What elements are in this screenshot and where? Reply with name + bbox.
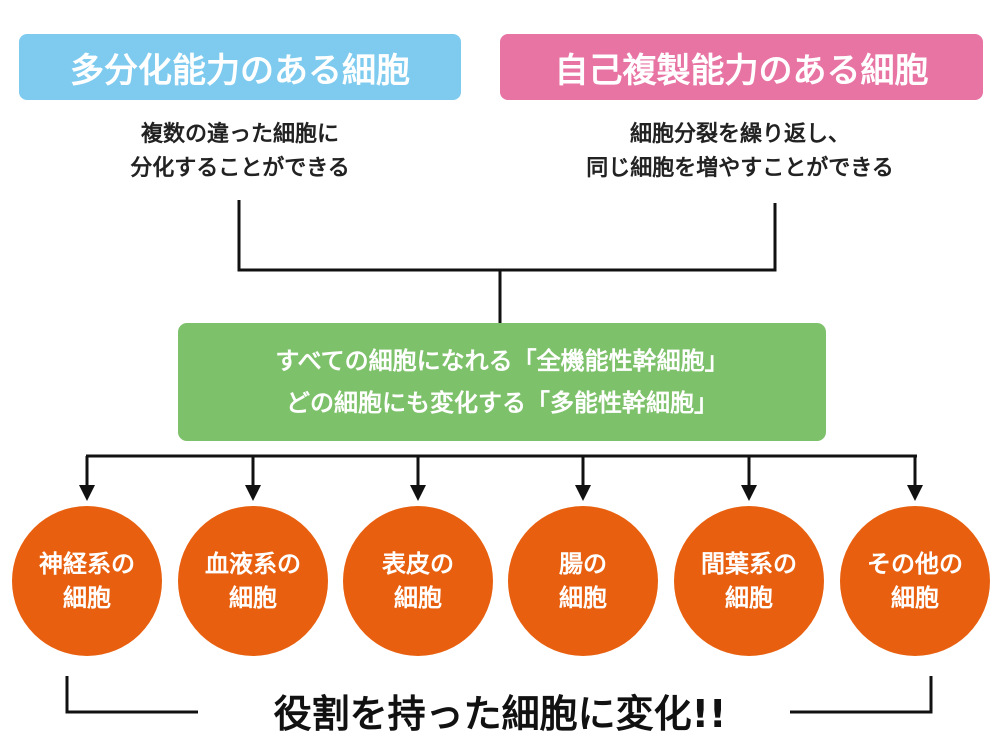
bottom-left-bracket <box>65 676 198 714</box>
cell-circle-other: その他の 細胞 <box>840 506 990 656</box>
cell-circle-epidermis: 表皮の 細胞 <box>343 506 493 656</box>
arrow-head-6 <box>907 485 923 501</box>
stem-cell-line-2: どの細胞にも変化する「多能性幹細胞」 <box>286 389 718 417</box>
cell-label-line-2: 細胞 <box>725 584 773 612</box>
multipotent-desc-line-2: 分化することができる <box>130 156 350 181</box>
bottom-right-bracket <box>790 676 933 714</box>
cell-label-line-1: 腸の <box>559 550 607 578</box>
self-renewal-desc-line-1: 細胞分裂を繰り返し、 <box>629 122 850 147</box>
self-renewal-cell-title: 自己複製能力のある細胞 <box>554 50 929 91</box>
self-renewal-cell-box: 自己複製能力のある細胞 <box>500 34 983 100</box>
self-renewal-desc-line-2: 同じ細胞を増やすことができる <box>586 156 894 181</box>
cell-label-line-2: 細胞 <box>229 584 277 612</box>
cell-label-line-2: 細胞 <box>559 584 607 612</box>
multipotent-cell-box: 多分化能力のある細胞 <box>19 34 461 100</box>
self-renewal-description: 細胞分裂を繰り返し、 同じ細胞を増やすことができる <box>520 118 960 186</box>
cell-circle-blood: 血液系の 細胞 <box>178 506 328 656</box>
arrow-head-2 <box>245 485 261 501</box>
arrow-head-4 <box>575 485 591 501</box>
stem-cell-box: すべての細胞になれる「全機能性幹細胞」 どの細胞にも変化する「多能性幹細胞」 <box>178 323 826 441</box>
cell-label-line-1: 血液系の <box>205 550 301 578</box>
cell-label-line-1: 表皮の <box>382 550 454 578</box>
cell-circle-nervous: 神経系の 細胞 <box>12 506 162 656</box>
multipotent-description: 複数の違った細胞に 分化することができる <box>40 118 440 186</box>
multipotent-desc-line-1: 複数の違った細胞に <box>140 122 339 147</box>
arrow-head-1 <box>79 485 95 501</box>
cell-label-line-2: 細胞 <box>63 584 111 612</box>
cell-label-line-2: 細胞 <box>891 584 939 612</box>
cell-label-line-1: 神経系の <box>39 550 135 578</box>
cell-circle-intestine: 腸の 細胞 <box>508 506 658 656</box>
cell-label-line-1: 間葉系の <box>701 550 797 578</box>
cell-label-line-1: その他の <box>867 550 963 578</box>
stem-cell-line-1: すべての細胞になれる「全機能性幹細胞」 <box>275 347 729 375</box>
cell-circle-mesenchymal: 間葉系の 細胞 <box>674 506 824 656</box>
cell-label-line-2: 細胞 <box>394 584 442 612</box>
multipotent-cell-title: 多分化能力のある細胞 <box>70 50 410 91</box>
arrow-head-3 <box>410 485 426 501</box>
conclusion-text: 役割を持った細胞に変化!! <box>273 691 727 736</box>
arrow-head-5 <box>741 485 757 501</box>
